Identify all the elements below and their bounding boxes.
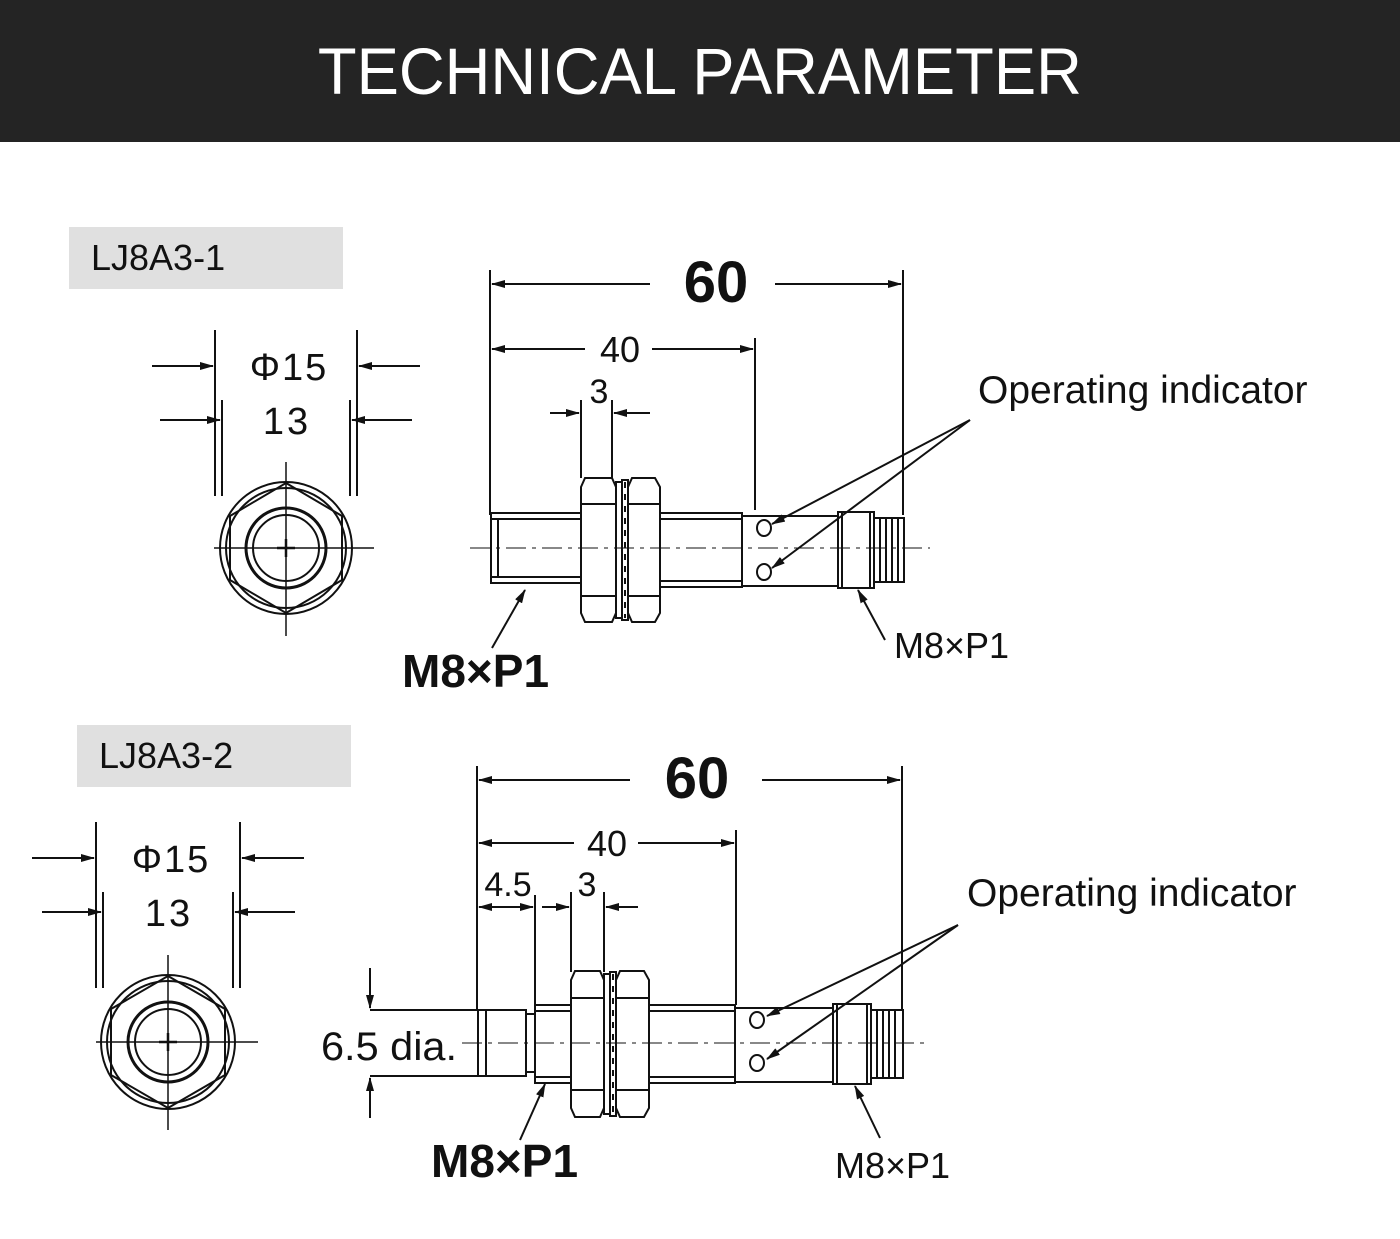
- dim-3-1: 3: [590, 373, 609, 411]
- dim-40-2: 40: [587, 823, 627, 864]
- indicator-label-1: Operating indicator: [978, 369, 1308, 412]
- dim-13-2: 13: [145, 893, 193, 935]
- dim-40-1: 40: [600, 329, 640, 370]
- model-label-2: LJ8A3-2: [77, 725, 351, 787]
- dim-total-2: 60: [665, 746, 730, 811]
- side-view-1: [470, 270, 971, 649]
- dim-45-2: 4.5: [484, 866, 531, 904]
- dim-total-1: 60: [684, 250, 749, 315]
- indicator-label-2: Operating indicator: [967, 872, 1297, 915]
- header-banner: TECHNICAL PARAMETER: [0, 0, 1400, 142]
- thread-rear-1: M8×P1: [894, 625, 1009, 666]
- thread-front-1: M8×P1: [402, 645, 549, 697]
- dim-phi-1: Φ15: [250, 347, 329, 389]
- dim-dia-2: 6.5 dia.: [321, 1025, 457, 1069]
- thread-front-2: M8×P1: [431, 1135, 578, 1187]
- dim-3-2: 3: [578, 866, 597, 904]
- end-view-2: [32, 822, 304, 1130]
- end-view-1: [152, 330, 420, 636]
- model-label-1: LJ8A3-1: [69, 227, 343, 289]
- page-title: TECHNICAL PARAMETER: [318, 34, 1082, 108]
- side-view-2: [366, 766, 959, 1141]
- dim-phi-2: Φ15: [132, 839, 211, 881]
- dim-13-1: 13: [263, 401, 311, 443]
- thread-rear-2: M8×P1: [835, 1145, 950, 1186]
